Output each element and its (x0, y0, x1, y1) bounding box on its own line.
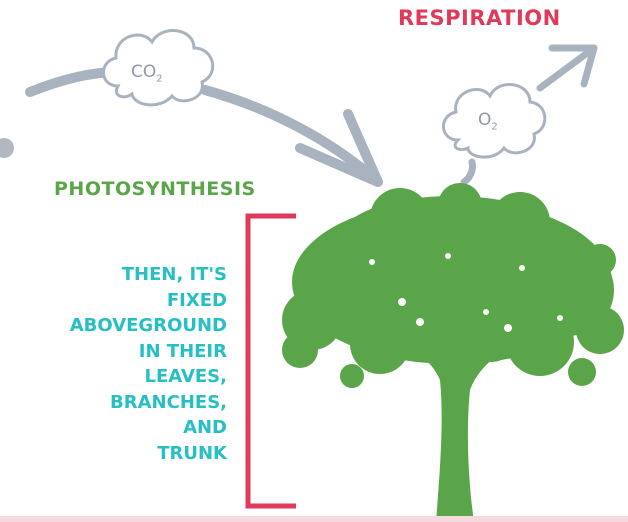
tree-icon (282, 183, 624, 522)
left-dot (0, 138, 14, 158)
description-line: AND (6, 415, 227, 441)
description-line: LEAVES, (6, 364, 227, 390)
bottom-strip (0, 516, 628, 522)
photosynthesis-label: PHOTOSYNTHESIS (54, 178, 256, 200)
o2-label-sub: 2 (491, 121, 497, 132)
co2-label-sub: 2 (156, 73, 162, 84)
respiration-label: RESPIRATION (398, 6, 561, 30)
description-line: BRANCHES, (6, 390, 227, 416)
o2-label: O2 (478, 110, 498, 132)
description-line: TRUNK (6, 441, 227, 467)
carbon-fixed-description: THEN, IT'S FIXED ABOVEGROUND IN THEIR LE… (6, 262, 227, 466)
description-line: THEN, IT'S (6, 262, 227, 288)
description-line: FIXED (6, 288, 227, 314)
description-line: IN THEIR (6, 339, 227, 365)
co2-label: CO2 (131, 62, 163, 84)
description-line: ABOVEGROUND (6, 313, 227, 339)
co2-label-main: CO (131, 62, 156, 82)
co2-arrow (30, 72, 378, 182)
o2-label-main: O (478, 110, 491, 130)
